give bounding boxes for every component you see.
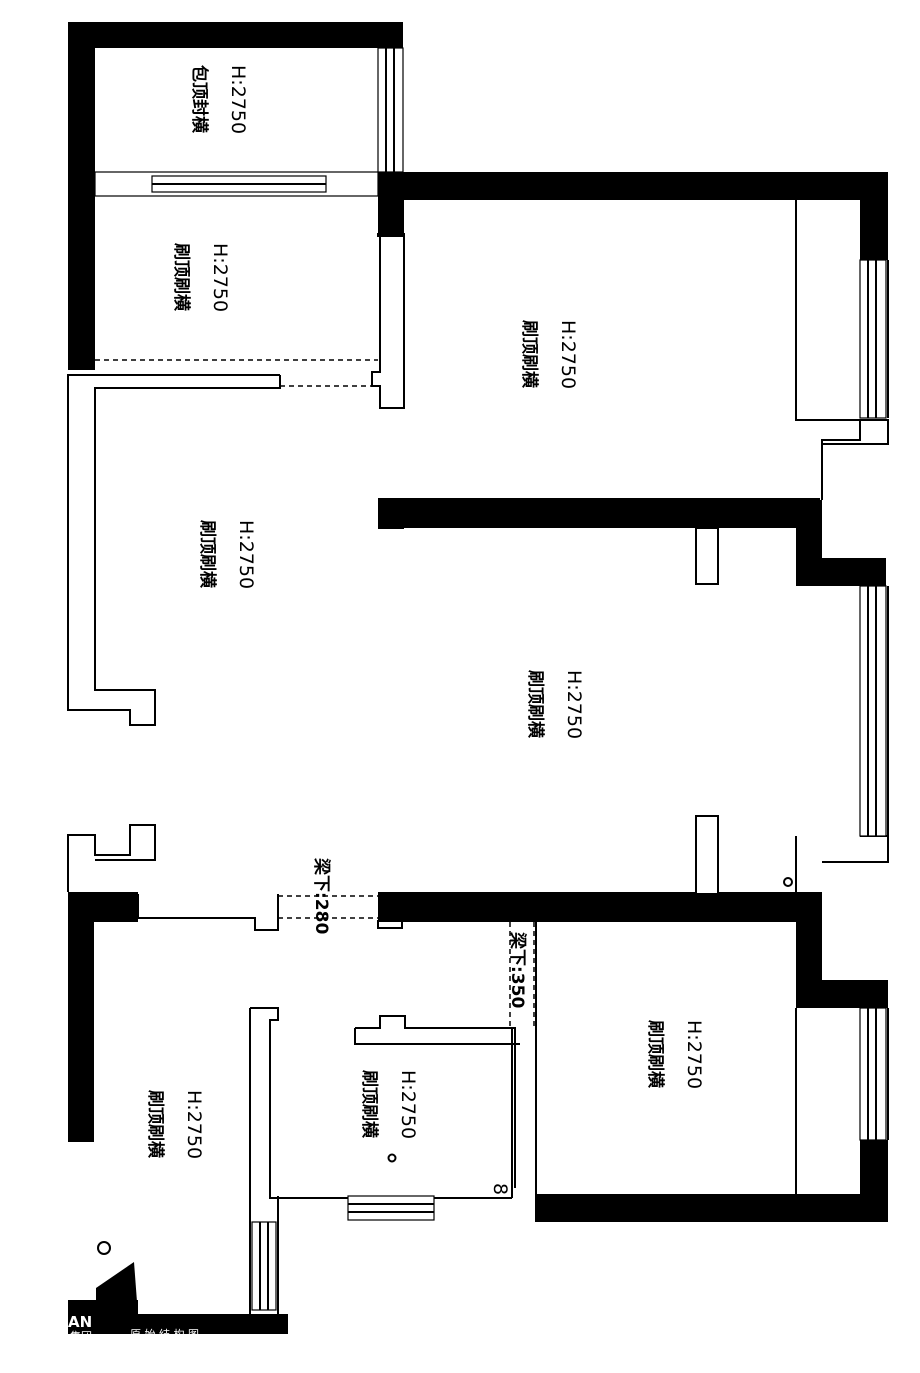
room-ceiling-note: 刷顶刷横 [171,243,192,311]
footer: AN 集团 原 始 结 构 图 [68,1313,288,1343]
room-ceiling-note: 刷顶刷横 [525,670,546,738]
room-height-label: H:2750 [183,1090,205,1159]
room-ceiling-note: 刷顶刷横 [519,320,540,388]
room-height-label: H:2750 [557,320,579,389]
beam-labels: 梁下:280 梁下:350 [311,857,528,1008]
room-height-label: H:2750 [397,1070,419,1139]
room-height-label: H:2750 [227,65,249,134]
fixtures: 8 [97,877,793,1255]
beam-height-label: 梁下:350 [507,931,528,1008]
structural-walls [68,22,888,1315]
room-height-label: H:2750 [563,670,585,739]
room-labels: H:2750 包顶封横 H:2750 刷顶刷横 H:2750 刷顶刷横 H:27… [145,65,705,1159]
room-height-label: H:2750 [235,520,257,589]
beam-height-label: 梁下:280 [311,857,332,934]
pipe-marker: 8 [489,1183,511,1195]
windows [94,47,887,1311]
brand-group-text: 集团 [70,1329,92,1343]
room-ceiling-note: 刷顶刷横 [145,1090,166,1158]
room-height-label: H:2750 [209,243,231,312]
thin-walls [67,200,889,1330]
drawing-caption: 原 始 结 构 图 [130,1327,199,1341]
brand-logo-text: AN [68,1313,92,1331]
beam-lines [95,359,535,1028]
room-height-label: H:2750 [683,1020,705,1089]
room-ceiling-note: 刷顶刷横 [197,520,218,588]
room-ceiling-note: 包顶封横 [189,65,210,133]
floor-drain-icon [783,877,793,887]
room-ceiling-note: 刷顶刷横 [359,1070,380,1138]
room-ceiling-note: 刷顶刷横 [645,1020,666,1088]
floor-drain-icon [387,1153,397,1163]
pipe-icon [97,1241,111,1255]
